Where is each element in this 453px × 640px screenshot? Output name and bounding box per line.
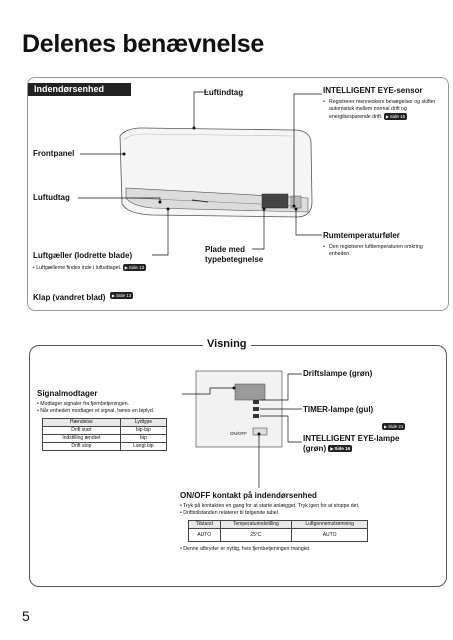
air-intake-leader — [192, 91, 208, 130]
onoff-leader — [257, 432, 261, 488]
timer-lamp-leader — [260, 408, 302, 410]
onoff-bullet-2-wrap: • Driftstilstanden relaterer til følgend… — [180, 510, 280, 516]
mode-table-head: Temperaturindstilling — [219, 520, 293, 529]
signal-bullet-2-wrap: • Når enheden modtager et signal, høres … — [37, 408, 155, 414]
indoor-unit-illustration — [119, 127, 313, 218]
louvers-ref-badge: Side 13 — [122, 264, 147, 271]
air-outlet-leader — [78, 197, 162, 204]
flap-title: Klap (vandret blad) — [33, 293, 106, 302]
table-cell: Drift stop — [42, 442, 121, 451]
operation-lamp-label: Driftslampe (grøn) — [303, 369, 373, 378]
mode-table: Tilstand Temperaturindstilling Luftgenne… — [188, 520, 368, 542]
louvers-block: Luftgæller (lodrette blade) • Luftgæller… — [33, 251, 183, 272]
eye-sensor-title: INTELLIGENT EYE-sensor — [323, 86, 423, 95]
eye-sensor-ref-badge: Side 16 — [383, 113, 408, 120]
table-row: AUTO 25°C AUTO — [188, 528, 368, 542]
signal-bullet-2: Når enheden modtager et signal, høres en… — [40, 408, 155, 414]
eye-sensor-desc: Registrerer menneskers bevægelser og ski… — [329, 99, 436, 120]
bullet-dot: • — [323, 99, 325, 105]
flap-block: Klap (vandret blad) Side 13 — [33, 287, 134, 305]
eye-sensor-block: INTELLIGENT EYE-sensor • Registrerer men… — [323, 86, 438, 121]
mode-table-head: Tilstand — [188, 520, 221, 529]
room-sensor-leader — [294, 207, 322, 236]
louvers-desc-wrap: • Luftgællerne findes inde i luftudtaget… — [33, 264, 183, 272]
sound-table-head: Hændelse — [42, 418, 121, 427]
room-sensor-desc: Den registrerer lufttemperaturen omkring… — [329, 244, 423, 257]
air-intake-label: Luftindtag — [204, 88, 244, 97]
onoff-bullet-1-wrap: • Tryk på kontakten en gang for at start… — [180, 503, 360, 509]
onoff-bullet-2: Driftstilstanden relaterer til følgende … — [183, 510, 280, 516]
sound-table-head: Lydtype — [119, 418, 168, 427]
page-title: Delenes benævnelse — [22, 30, 264, 58]
page-number: 5 — [22, 608, 30, 624]
room-sensor-block: Rumtemperaturføler • Den registrerer luf… — [323, 231, 433, 258]
timer-ref-badge: Side 21 — [382, 423, 406, 431]
signal-bullet-1-wrap: • Modtager signaler fra fjernbetjeningen… — [37, 401, 130, 407]
timer-lamp-label: TIMER-lampe (gul) — [303, 405, 374, 414]
operation-lamp-leader — [260, 373, 302, 401]
eye-lamp-label: INTELLIGENT EYE-lampe (grøn) Side 16 — [303, 434, 413, 454]
timer-ref: Side 21 — [382, 418, 406, 436]
front-panel-label: Frontpanel — [33, 149, 75, 158]
sound-table-header: Hændelse Lydtype — [42, 418, 168, 427]
onoff-bullet-1: Tryk på kontakten en gang for at starte … — [183, 503, 360, 509]
mode-table-header: Tilstand Temperaturindstilling Luftgenne… — [188, 520, 368, 529]
onoff-note-wrap: • Denne afbryder er nyttig, hvis fjernbe… — [180, 546, 311, 552]
display-header: Visning — [203, 338, 251, 350]
table-cell: bip-bip — [119, 426, 168, 435]
eye-sensor-leader — [292, 93, 322, 208]
table-cell: Drift start — [42, 426, 121, 435]
eye-lamp-leader — [260, 415, 302, 443]
onoff-panel-label: ON/OFF — [230, 431, 247, 436]
nameplate-label: Plade med typebetegnelse — [205, 245, 264, 264]
signal-leader — [182, 386, 236, 395]
onoff-note: Denne afbryder er nyttig, hvis fjernbetj… — [183, 546, 311, 552]
louvers-leader — [152, 207, 170, 256]
front-panel-leader — [80, 152, 126, 156]
bullet-dot: • — [323, 244, 325, 250]
room-sensor-desc-wrap: • Den registrerer lufttemperaturen omkri… — [323, 244, 433, 258]
signal-bullet-1: Modtager signaler fra fjernbetjeningen. — [40, 401, 130, 407]
signal-block: Signalmodtager • Modtager signaler fra f… — [37, 389, 187, 451]
flap-ref-badge: Side 13 — [109, 292, 134, 300]
eye-sensor-desc-wrap: • Registrerer menneskers bevægelser og s… — [323, 99, 438, 121]
table-cell: Indstilling ændret — [42, 434, 121, 443]
room-sensor-title: Rumtemperaturføler — [323, 231, 400, 240]
onoff-block: ON/OFF kontakt på indendørsenhed • Tryk … — [180, 491, 425, 553]
signal-title: Signalmodtager — [37, 389, 98, 398]
table-cell: 25°C — [219, 528, 293, 542]
louvers-title: Luftgæller (lodrette blade) — [33, 251, 133, 260]
table-cell: AUTO — [291, 528, 368, 542]
indoor-unit-frame — [27, 77, 449, 311]
indoor-unit-header: Indendørsenhed — [28, 83, 131, 96]
eye-lamp-text: INTELLIGENT EYE-lampe (grøn) — [303, 434, 400, 453]
onoff-title: ON/OFF kontakt på indendørsenhed — [180, 491, 317, 500]
air-outlet-label: Luftudtag — [33, 193, 70, 202]
table-cell: AUTO — [188, 528, 221, 542]
louvers-desc: Luftgællerne findes inde i luftudtaget. — [36, 264, 122, 271]
table-cell: Langt bip — [119, 442, 168, 451]
eye-lamp-ref-badge: Side 16 — [328, 445, 353, 453]
table-cell: bip — [119, 434, 168, 443]
nameplate-leader — [252, 207, 266, 250]
mode-table-head: Luftgennemstrømning — [291, 520, 368, 529]
